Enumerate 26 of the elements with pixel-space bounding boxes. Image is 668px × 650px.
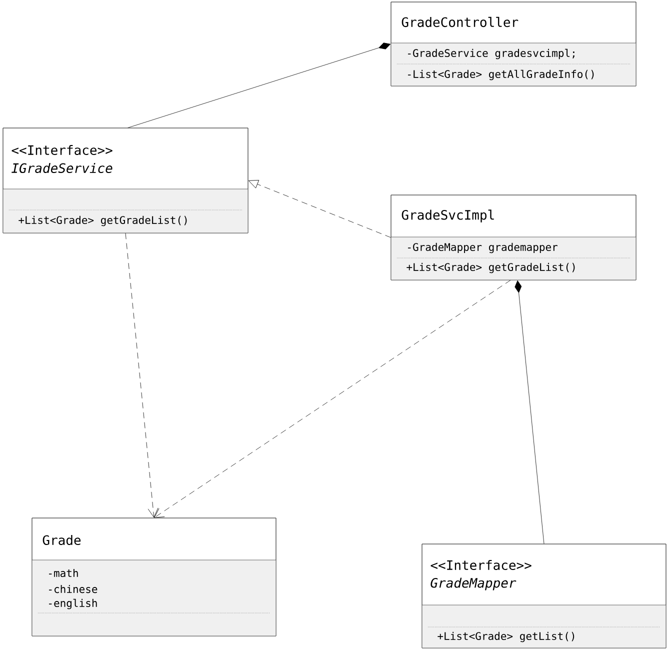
attribute-text: -GradeMapper grademapper bbox=[408, 242, 558, 254]
stereotype-label: <<Interface>> bbox=[12, 144, 112, 156]
method-text: +List<Grade> getGradeList() bbox=[406, 262, 575, 274]
composition-line bbox=[128, 42, 391, 128]
attribute-text: -GradeService gradesvcimpl; bbox=[408, 48, 574, 60]
method-text: +List<Grade> getGradeList() bbox=[18, 216, 187, 226]
attribute-text: -english bbox=[49, 598, 97, 610]
class-box bbox=[2, 128, 248, 234]
class-name: GradeController bbox=[402, 16, 518, 28]
stereotype-label: <<Interface>> bbox=[430, 560, 532, 570]
method-text: -List<Grade> getAllGradeInfo() bbox=[408, 70, 594, 80]
attribute-text: -chinese bbox=[49, 584, 98, 594]
interface-name: GradeMapper bbox=[430, 578, 516, 590]
realization-arrow bbox=[248, 180, 391, 238]
class-box bbox=[390, 2, 636, 86]
class-box bbox=[422, 544, 666, 648]
class-name: Grade bbox=[42, 534, 81, 546]
class-name: GradeSvcImpl bbox=[402, 210, 494, 222]
interface-name: IGradeService bbox=[12, 162, 112, 174]
attribute-text: -math bbox=[49, 568, 78, 578]
dependency-arrow bbox=[125, 233, 158, 518]
composition-line bbox=[514, 280, 544, 544]
class-box bbox=[32, 518, 276, 636]
method-text: +List<Grade> getList() bbox=[438, 632, 574, 642]
class-box bbox=[390, 194, 636, 280]
dependency-arrow bbox=[154, 280, 511, 518]
